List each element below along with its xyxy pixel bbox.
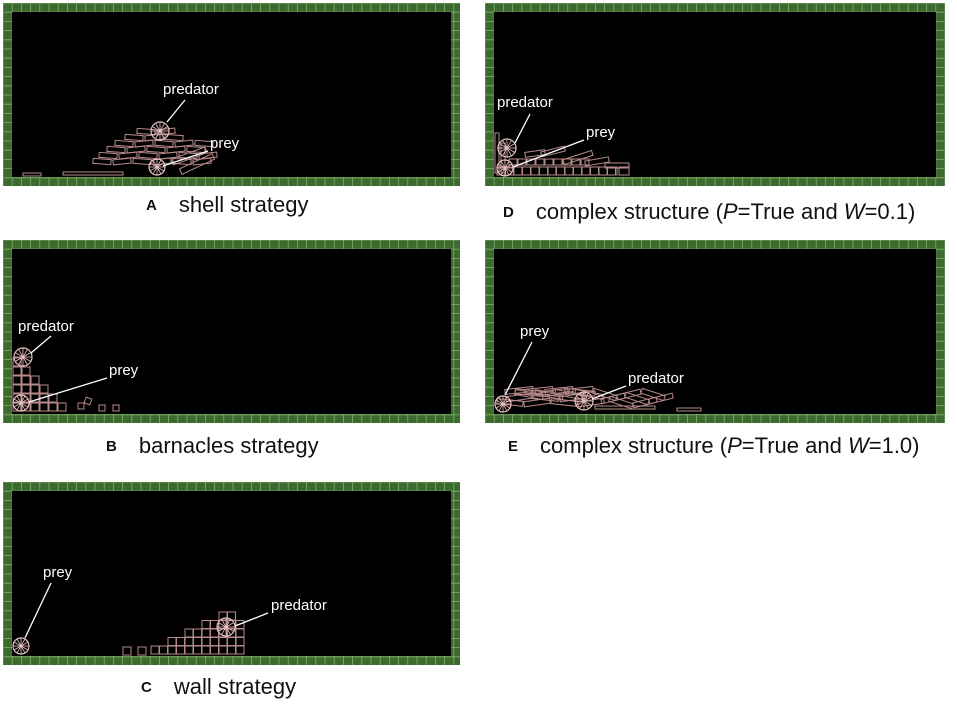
pointer-prey-b xyxy=(28,377,108,403)
label-prey-c: prey xyxy=(43,564,73,581)
arena-field xyxy=(12,12,451,177)
label-prey-d: prey xyxy=(586,124,616,141)
predator-agent-a xyxy=(150,121,170,141)
simulation-arena-d: predator prey xyxy=(484,2,946,186)
arena-field xyxy=(12,249,451,414)
simulation-arena-e: prey predator xyxy=(484,239,946,423)
arena-field xyxy=(12,491,451,656)
pointer-predator-b xyxy=(30,335,52,354)
panel-letter-d: D xyxy=(503,203,514,221)
pointer-prey-e xyxy=(504,341,533,396)
caption-text-c: wall strategy xyxy=(173,674,297,699)
caption-text-d: complex structure (P=True and W=0.1) xyxy=(535,199,916,224)
prey-agent-b xyxy=(12,394,30,412)
prey-agent-a xyxy=(148,158,166,176)
arena-field xyxy=(494,12,936,177)
caption-text-e: complex structure (P=True and W=1.0) xyxy=(540,433,920,458)
prey-agent-d xyxy=(496,159,514,177)
arena-field xyxy=(494,249,936,414)
pinkish-blocks-c xyxy=(122,611,245,656)
label-prey-b: prey xyxy=(109,362,139,379)
predator-agent-b xyxy=(13,347,33,367)
pointer-predator-e xyxy=(591,385,627,400)
prey-agent-c xyxy=(12,637,30,655)
pointer-predator-d xyxy=(514,113,531,144)
label-predator-b: predator xyxy=(18,318,74,335)
predator-agent-d xyxy=(497,138,517,158)
panel-letter-c: C xyxy=(141,678,152,696)
simulation-arena-c: prey predator xyxy=(2,481,460,665)
panel-b: predator prey xyxy=(2,239,460,423)
pointer-prey-d xyxy=(512,139,585,168)
label-predator-a: predator xyxy=(163,81,219,98)
pointer-prey-a xyxy=(162,150,209,167)
panel-c: prey predator xyxy=(2,481,460,665)
label-predator-c: predator xyxy=(271,597,327,614)
simulation-arena-a: predator prey xyxy=(2,2,460,186)
pointer-prey-c xyxy=(24,582,52,639)
caption-text-a: shell strategy xyxy=(178,192,309,217)
label-predator-e: predator xyxy=(628,370,684,387)
pinkish-blocks-d xyxy=(494,132,630,176)
simulation-arena-b: predator prey xyxy=(2,239,460,423)
label-prey-a: prey xyxy=(210,135,240,152)
panel-letter-e: E xyxy=(508,437,519,455)
label-predator-d: predator xyxy=(497,94,553,111)
panel-letter-a: A xyxy=(146,196,157,214)
prey-agent-e xyxy=(494,395,512,413)
panel-e: prey predator xyxy=(484,239,946,423)
predator-agent-c xyxy=(216,617,236,637)
panel-d: predator prey xyxy=(484,2,946,186)
pointer-predator-c xyxy=(234,612,269,627)
caption-text-b: barnacles strategy xyxy=(138,433,319,458)
predator-agent-e xyxy=(574,391,594,411)
panel-letter-b: B xyxy=(106,437,117,455)
pointer-predator-a xyxy=(166,99,186,123)
label-prey-e: prey xyxy=(520,323,550,340)
panel-a: predator prey xyxy=(2,2,460,186)
